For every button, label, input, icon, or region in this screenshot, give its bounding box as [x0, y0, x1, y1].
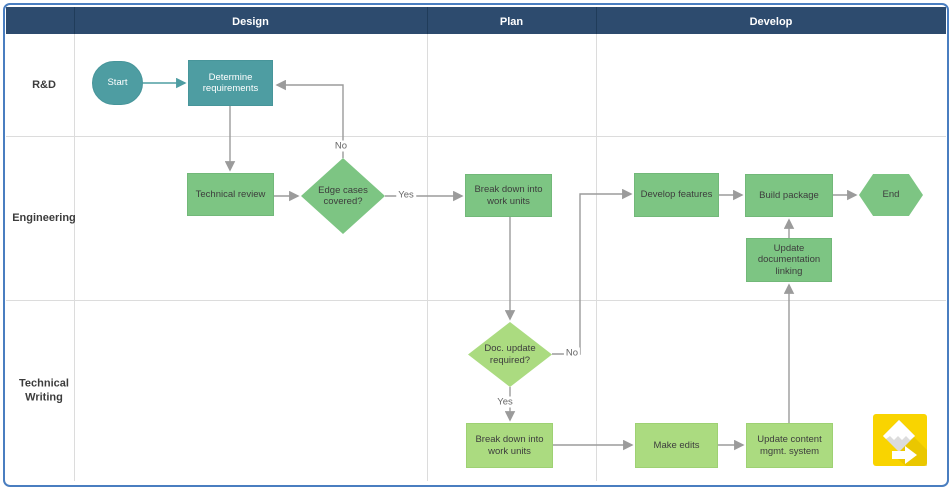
shape-build-package: Build package [745, 174, 833, 217]
header-divider [74, 7, 75, 34]
shape-update-documentation-linking: Update documentation linking [746, 238, 832, 282]
shape-label: Develop features [640, 189, 713, 201]
lane-divider [6, 136, 946, 137]
shape-label: Technical review [195, 188, 266, 200]
connector-label-edgecases-yes-to-breakdown: Yes [396, 189, 416, 201]
logo-arrow-icon [892, 446, 917, 464]
diagram-watermark-logo [873, 414, 927, 466]
shape-technical-review: Technical review [187, 173, 274, 216]
lane-label-r-d: R&D [32, 78, 56, 91]
logo-paper-top [883, 420, 915, 440]
column-divider [596, 34, 597, 481]
shape-label: Start [107, 77, 128, 89]
shape-update-content-mgmt-system: Update content mgmt. system [746, 423, 833, 468]
header-divider [427, 7, 428, 34]
shape-label: Update content mgmt. system [757, 434, 822, 457]
shape-label: Build package [759, 189, 819, 201]
connector-docupdate-no-to-develop [552, 188, 633, 355]
lane-divider [6, 300, 946, 301]
shape-develop-features: Develop features [634, 173, 719, 217]
lane-label-engineering: Engineering [12, 211, 76, 224]
header-divider [596, 7, 597, 34]
shape-end: End [859, 174, 923, 216]
shape-break-down-work-units-tw: Break down into work units [466, 423, 553, 468]
column-divider [74, 34, 75, 481]
connector-edgecases-no-to-determine [275, 79, 344, 158]
connector-label-docupdate-no-to-develop: No [563, 347, 581, 359]
shape-break-down-work-units-eng: Break down into work units [465, 174, 552, 217]
phase-header-design: Design [232, 15, 269, 28]
phase-header-plan: Plan [499, 15, 524, 28]
connector-label-docupdate-yes-to-breakdown2: Yes [495, 396, 515, 408]
phase-header-develop: Develop [749, 15, 793, 28]
lane-label-technical-writing: Technical Writing [19, 377, 69, 404]
column-divider [427, 34, 428, 481]
shape-make-edits: Make edits [635, 423, 718, 468]
shape-label: Break down into work units [474, 184, 543, 207]
shape-label: Update documentation linking [757, 242, 821, 277]
shape-label: Make edits [653, 439, 700, 451]
shape-determine-requirements: Determine requirements [188, 60, 273, 106]
shape-label: Break down into work units [475, 434, 544, 457]
connector-label-edgecases-no-to-determine: No [332, 140, 350, 152]
phase-header-band [6, 7, 946, 34]
shape-label: Determine requirements [202, 71, 259, 94]
shape-label: Edge cases covered? [318, 184, 368, 207]
shape-label: End [882, 189, 900, 201]
shape-label: Doc. update required? [484, 343, 536, 366]
shape-start: Start [92, 61, 143, 105]
